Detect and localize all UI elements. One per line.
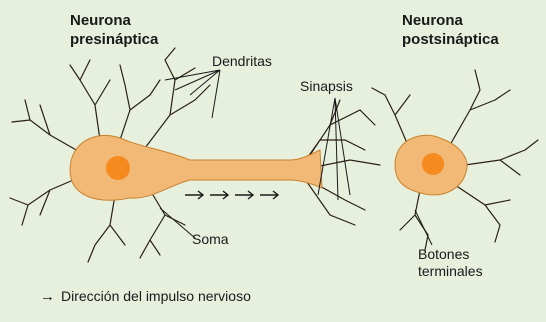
terminal-buttons-line2: terminales bbox=[418, 263, 483, 280]
presynaptic-title-line2: presináptica bbox=[70, 30, 158, 49]
postsynaptic-title-line1: Neurona bbox=[402, 11, 499, 30]
postsynaptic-title-line2: postsináptica bbox=[402, 30, 499, 49]
soma-label: Soma bbox=[192, 231, 229, 248]
legend-arrow-icon: → bbox=[40, 288, 55, 305]
synapse-label: Sinapsis bbox=[300, 78, 353, 95]
terminal-buttons-line1: Botones bbox=[418, 246, 483, 263]
terminal-buttons-label: Botones terminales bbox=[418, 246, 483, 280]
presynaptic-title: Neurona presináptica bbox=[70, 11, 158, 49]
presynaptic-title-line1: Neurona bbox=[70, 11, 158, 30]
legend-text: Dirección del impulso nervioso bbox=[61, 288, 251, 305]
postsynaptic-nucleus bbox=[422, 153, 444, 175]
postsynaptic-title: Neurona postsináptica bbox=[402, 11, 499, 49]
legend: → Dirección del impulso nervioso bbox=[40, 288, 251, 305]
dendrites-label: Dendritas bbox=[212, 53, 272, 70]
presynaptic-nucleus bbox=[106, 156, 130, 180]
